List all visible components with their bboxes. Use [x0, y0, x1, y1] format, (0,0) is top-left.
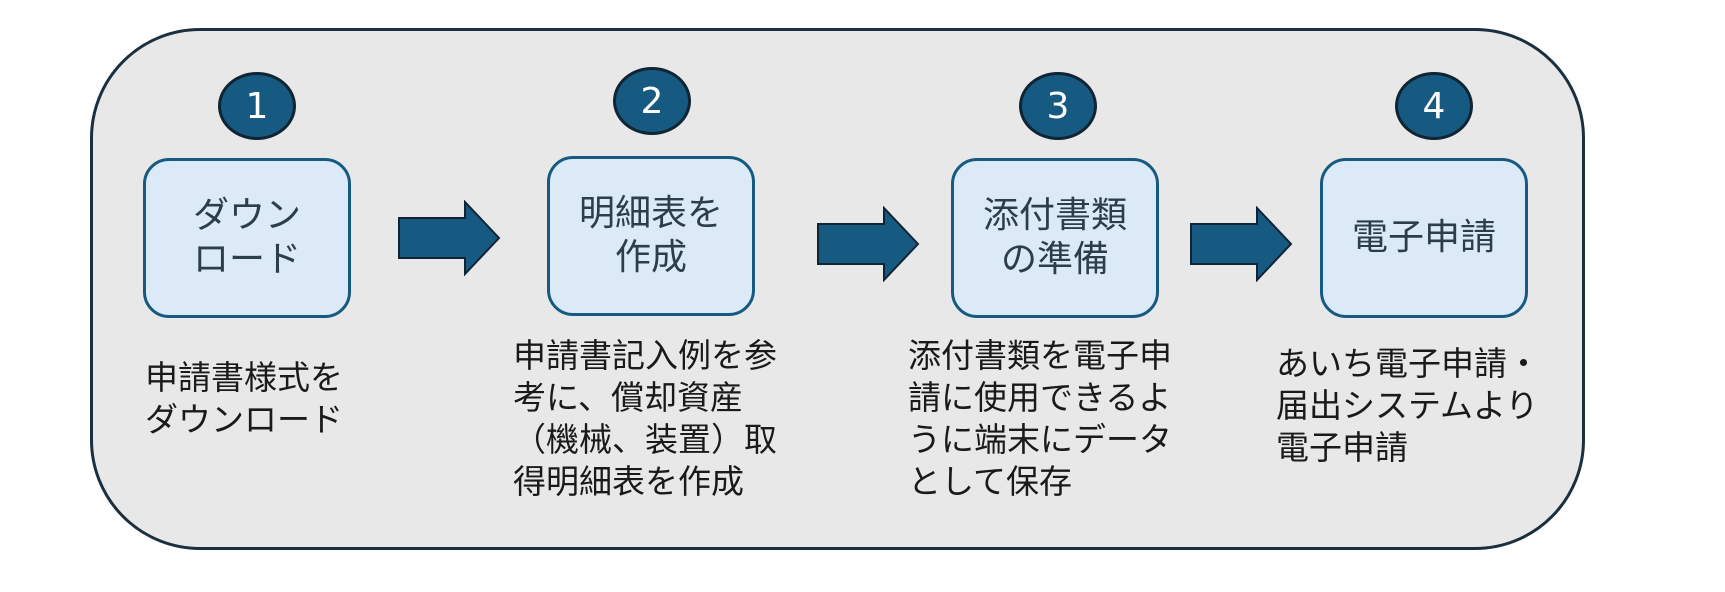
step-3-label: 添付書類 の準備 — [982, 195, 1127, 280]
step-1-number: 1 — [245, 85, 269, 127]
step-2-box: 明細表を 作成 — [547, 156, 755, 316]
step-4-number: 4 — [1422, 85, 1446, 127]
arrow-right-icon — [817, 206, 920, 282]
step-4-box: 電子申請 — [1320, 158, 1528, 318]
step-2-description: 申請書記入例を参 考に、償却資産 （機械、装置）取 得明細表を作成 — [513, 336, 777, 501]
step-1-badge: 1 — [218, 72, 296, 140]
step-1-description: 申請書様式を ダウンロード — [145, 358, 343, 439]
step-3-number: 3 — [1046, 85, 1070, 127]
step-2-badge: 2 — [613, 67, 691, 135]
step-4-label: 電子申請 — [1351, 217, 1496, 258]
step-4-badge: 4 — [1395, 72, 1473, 140]
step-4-description: あいち電子申請・ 届出システムより 電子申請 — [1276, 344, 1540, 467]
arrow-right-icon — [398, 200, 501, 276]
arrow-right-icon — [1190, 206, 1293, 282]
step-1-box: ダウン ロード — [143, 158, 351, 318]
step-1-label: ダウン ロード — [192, 195, 301, 280]
step-3-badge: 3 — [1019, 72, 1097, 140]
step-2-number: 2 — [640, 80, 664, 122]
step-3-description: 添付書類を電子申 請に使用できるよ うに端末にデータ として保存 — [908, 336, 1172, 501]
step-2-label: 明細表を 作成 — [578, 193, 723, 278]
step-3-box: 添付書類 の準備 — [951, 158, 1159, 318]
